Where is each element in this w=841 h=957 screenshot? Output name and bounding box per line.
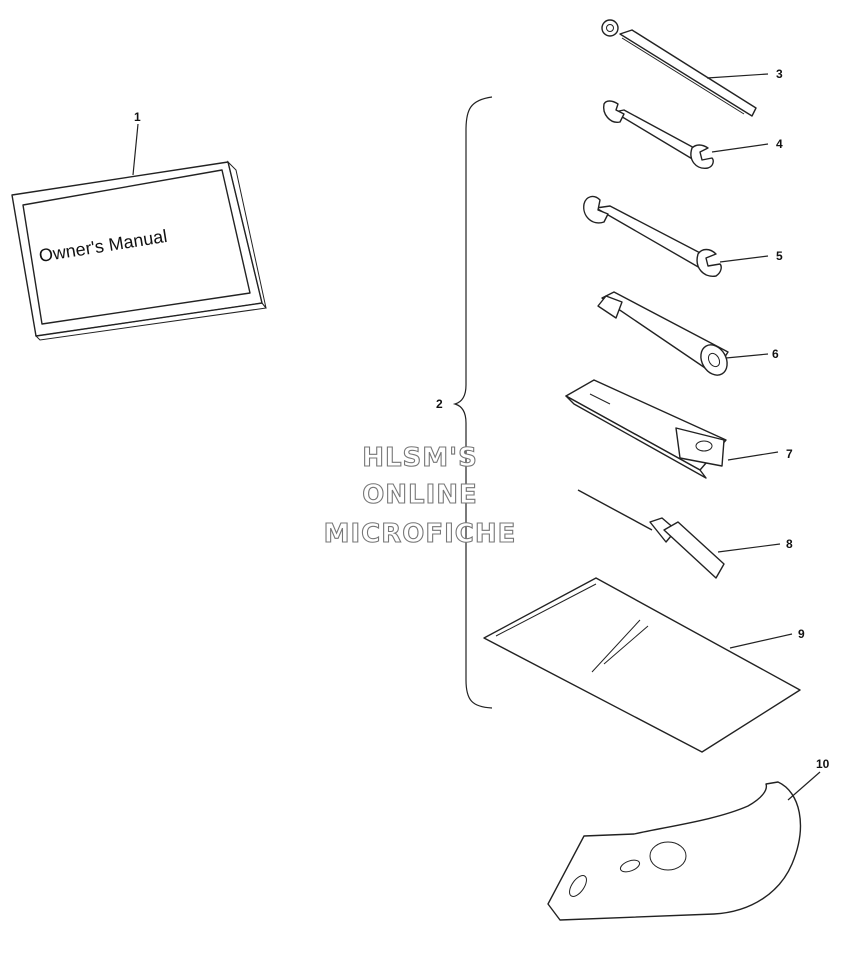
callout-4: 4 [776,137,783,151]
wrench-large: 5 [583,195,783,277]
callout-9: 9 [798,627,805,641]
callout-7: 7 [786,447,793,461]
callout-8: 8 [786,537,793,551]
callout-1: 1 [134,110,141,124]
callout-10: 10 [816,757,830,771]
owners-manual: Owner's Manual 1 [11,110,267,341]
screwdriver: 8 [577,489,793,579]
watermark-line-3: MICROFICHE [324,519,517,549]
callout-5: 5 [776,249,783,263]
wrench-small: 4 [603,100,783,169]
callout-2: 2 [436,397,443,411]
bracket-stay: 10 [547,757,830,921]
watermark-line-1: HLSM'S [362,443,478,473]
watermark: HLSM'S ONLINE MICROFICHE [323,442,517,549]
tool-handle: 3 [601,19,783,117]
callout-6: 6 [772,347,779,361]
tool-kit-brace: 2 [436,96,493,709]
socket-tube: 6 [597,291,779,376]
callout-3: 3 [776,67,783,81]
watermark-line-2: ONLINE [362,480,478,510]
tool-bag: 9 [483,577,805,753]
tool-holder: 7 [565,379,793,479]
